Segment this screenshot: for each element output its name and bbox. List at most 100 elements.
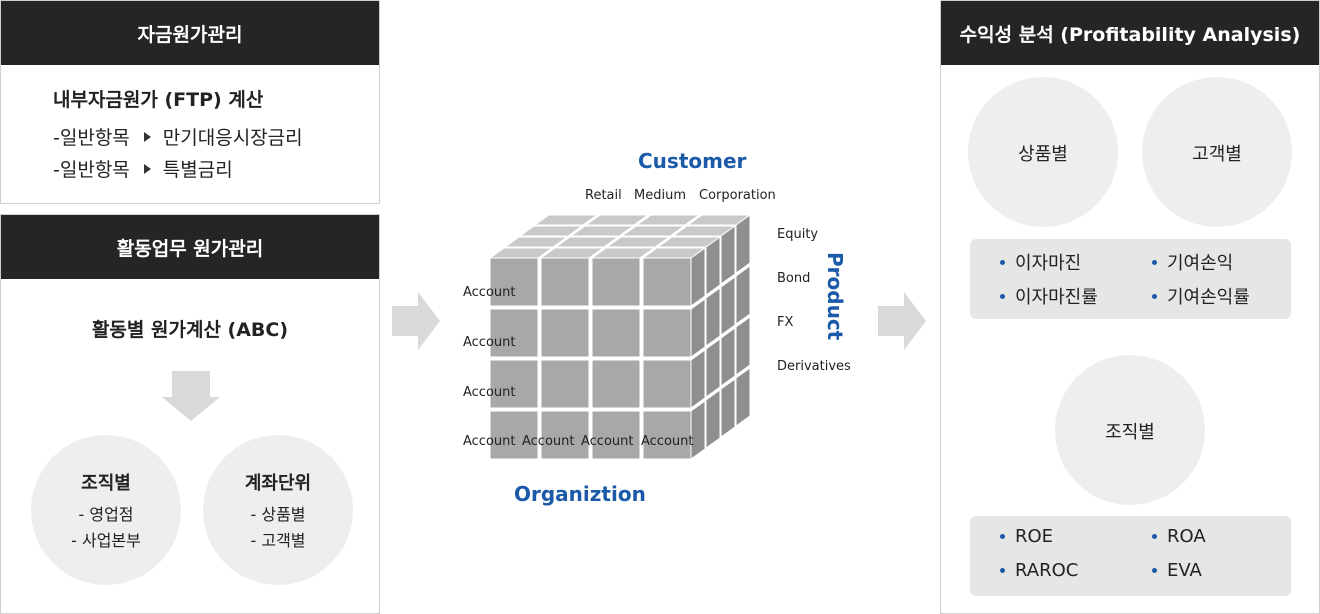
metrics-box-1: 이자마진 기여손익 이자마진률 기여손익률	[970, 239, 1291, 319]
metric-label: ROA	[1167, 526, 1206, 547]
ftp-panel: 자금원가관리 내부자금원가 (FTP) 계산 -일반항목 만기대응시장금리 -일…	[0, 0, 380, 204]
bullet-icon	[1000, 534, 1005, 539]
metric-item: EVA	[1152, 560, 1202, 581]
triangle-right-icon	[143, 163, 151, 174]
metric-item: RAROC	[1000, 560, 1078, 581]
abc-panel: 활동업무 원가관리 활동별 원가계산 (ABC) 조직별 - 영업점 - 사업본…	[0, 214, 380, 614]
bullet-icon	[1000, 259, 1005, 265]
product-label: Equity	[777, 227, 819, 242]
circle-title: 계좌단위	[244, 473, 312, 494]
cube-block	[540, 257, 590, 307]
metric-item: ROE	[1000, 526, 1053, 547]
circle-item: - 상품별	[250, 505, 306, 524]
circle-item: - 영업점	[78, 505, 134, 524]
cube-block	[690, 400, 706, 460]
cube-block	[642, 410, 692, 460]
account-label: Account	[641, 434, 694, 449]
account-label: Account	[463, 335, 516, 350]
cube-block	[690, 349, 706, 409]
account-label: Account	[463, 285, 516, 300]
right-arrow-icon	[878, 292, 926, 350]
cube-block	[642, 308, 692, 358]
bullet-icon	[1152, 259, 1157, 265]
bullet-icon	[1152, 568, 1157, 573]
ftp-title: 내부자금원가 (FTP) 계산	[53, 89, 264, 111]
cube-block	[605, 236, 671, 248]
product-title-text: Product	[823, 252, 847, 340]
bullet-icon	[1152, 534, 1157, 539]
product-label: Derivatives	[777, 359, 851, 374]
metrics-box-2: ROE ROA RAROC EVA	[970, 516, 1291, 596]
cube-block	[489, 359, 539, 409]
cube-block	[720, 225, 736, 285]
metric-item: 기여손익	[1152, 249, 1233, 275]
ftp-row-left: -일반항목	[53, 127, 130, 149]
organization-title: Organiztion	[514, 482, 646, 506]
cube-block	[591, 359, 641, 409]
cube-block	[540, 359, 590, 409]
metric-item: 이자마진률	[1000, 283, 1098, 309]
right-arrow-icon	[392, 292, 440, 350]
circle-title: 고객별	[1192, 144, 1242, 165]
metric-item: 이자마진	[1000, 249, 1081, 275]
customer-label: Retail	[585, 188, 622, 203]
cube-block	[540, 410, 590, 460]
cube-block	[489, 410, 539, 460]
abc-panel-header: 활동업무 원가관리	[1, 215, 379, 279]
cube-block	[705, 287, 721, 347]
cube-graphic	[488, 214, 752, 460]
cube-block	[591, 308, 641, 358]
abc-title: 활동별 원가계산 (ABC)	[91, 319, 289, 341]
account-label: Account	[463, 385, 516, 400]
metric-label: ROE	[1015, 526, 1054, 547]
metric-label: 기여손익	[1167, 253, 1234, 274]
cube-block	[690, 298, 706, 358]
profitability-panel: 수익성 분석 (Profitability Analysis) 상품별 고객별 …	[940, 0, 1320, 614]
ftp-panel-header: 자금원가관리	[1, 1, 379, 65]
account-label: Account	[581, 434, 634, 449]
ftp-row-left: -일반항목	[53, 159, 130, 181]
circle-title: 조직별	[1105, 422, 1155, 443]
circle-org: 조직별	[1055, 355, 1205, 505]
cube-block	[533, 214, 599, 226]
cube-block	[642, 359, 692, 409]
cube-block	[735, 214, 751, 274]
circle-product: 상품별	[968, 77, 1118, 227]
metric-item: 기여손익률	[1152, 283, 1250, 309]
bullet-icon	[1000, 293, 1005, 299]
cube-block	[591, 410, 641, 460]
account-label: Account	[463, 434, 516, 449]
profitability-panel-header: 수익성 분석 (Profitability Analysis)	[941, 1, 1319, 65]
cube-block	[518, 225, 584, 237]
cube-block	[735, 316, 751, 376]
cube-block	[705, 236, 721, 296]
cube-block	[584, 214, 650, 226]
customer-title: Customer	[638, 149, 747, 173]
circle-customer: 고객별	[1142, 77, 1292, 227]
cube-block	[503, 236, 569, 248]
metric-label: RAROC	[1015, 560, 1079, 581]
ftp-row-right: 만기대응시장금리	[162, 127, 303, 149]
cube-block	[554, 236, 620, 248]
ftp-row: -일반항목 만기대응시장금리	[53, 123, 303, 150]
cube-block	[720, 276, 736, 336]
cube-block	[642, 257, 692, 307]
ftp-row-right: 특별금리	[162, 159, 233, 181]
circle-org: 조직별 - 영업점 - 사업본부	[31, 435, 181, 585]
triangle-right-icon	[143, 131, 151, 142]
circle-title: 조직별	[81, 473, 131, 494]
metric-label: 기여손익률	[1167, 287, 1250, 308]
circle-item: - 고객별	[250, 531, 306, 550]
cube-block	[735, 265, 751, 325]
cube-block	[620, 225, 686, 237]
cube-block	[591, 257, 641, 307]
cube-block	[720, 378, 736, 438]
ftp-row: -일반항목 특별금리	[53, 155, 233, 182]
bullet-icon	[1000, 568, 1005, 573]
circle-account-unit: 계좌단위 - 상품별 - 고객별	[203, 435, 353, 585]
cube-block	[489, 257, 539, 307]
customer-label: Medium	[634, 188, 686, 203]
metric-label: 이자마진	[1015, 253, 1082, 274]
cube-block	[705, 338, 721, 398]
metric-label: EVA	[1167, 560, 1202, 581]
